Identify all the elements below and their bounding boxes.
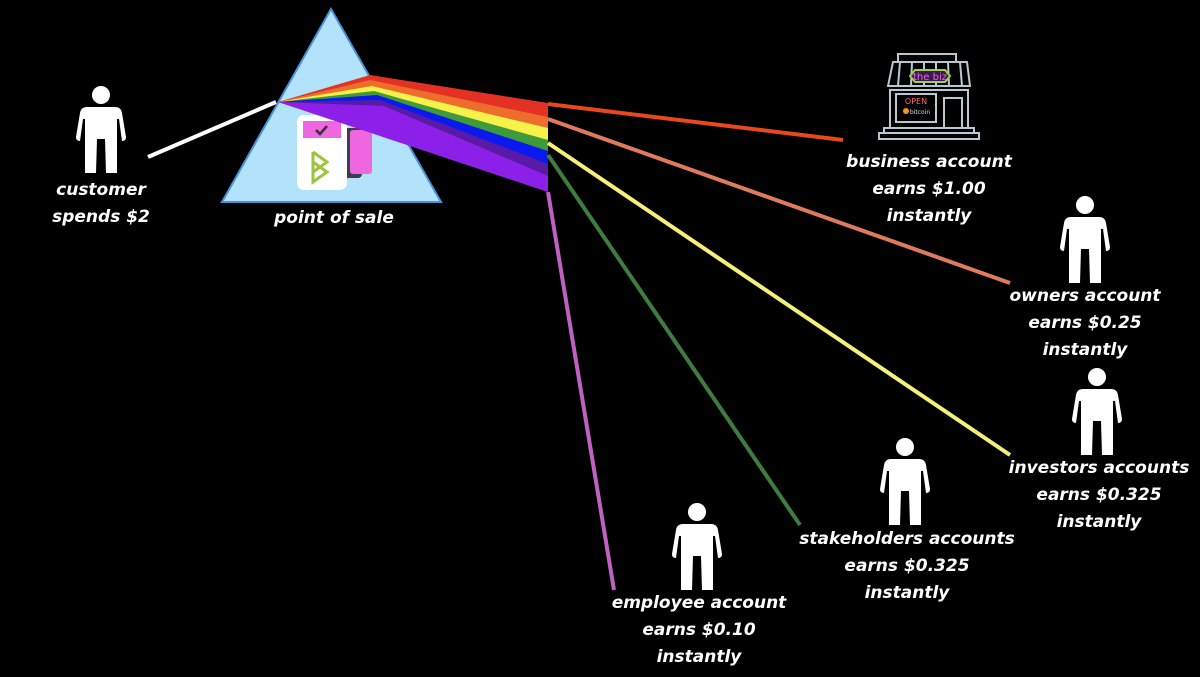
rainbow-beam	[278, 75, 548, 192]
employee-person-icon	[672, 503, 722, 590]
stakeholders-timing: instantly	[864, 583, 950, 603]
stakeholders-line	[546, 153, 802, 527]
store-sign-text: the biz	[913, 72, 947, 83]
owners-person-icon	[1060, 196, 1110, 283]
business-earnings: earns $1.00	[872, 179, 986, 199]
stakeholders-account-name: stakeholders accounts	[799, 529, 1015, 549]
owners-account-name: owners account	[1009, 286, 1161, 306]
storefront-icon: the biz OPEN bitcoin	[878, 53, 980, 140]
employee-line	[546, 191, 616, 591]
stakeholders-earnings: earns $0.325	[844, 556, 970, 576]
business-timing: instantly	[886, 206, 972, 226]
customer-label: customer spends $2	[52, 177, 150, 231]
investors-person-icon	[1072, 368, 1122, 455]
employee-timing: instantly	[656, 647, 742, 667]
owners-line	[547, 117, 1011, 285]
investors-timing: instantly	[1056, 512, 1142, 532]
owners-label: owners account earns $0.25 instantly	[1009, 283, 1160, 364]
customer-amount: spends $2	[52, 207, 150, 227]
pos-label: point of sale	[274, 208, 394, 228]
investors-line	[546, 141, 1012, 457]
pos-terminal-icon	[297, 115, 372, 190]
investors-label: investors accounts earns $0.325 instantl…	[1009, 455, 1190, 536]
employee-account-name: employee account	[611, 593, 787, 613]
owners-timing: instantly	[1042, 340, 1128, 360]
customer-person-icon	[76, 86, 126, 173]
business-label: business account earns $1.00 instantly	[846, 149, 1012, 230]
stakeholders-person-icon	[880, 438, 930, 525]
investors-account-name: investors accounts	[1008, 458, 1190, 478]
investors-earnings: earns $0.325	[1036, 485, 1162, 505]
customer-beam	[147, 100, 277, 159]
business-account-name: business account	[846, 152, 1012, 172]
business-line	[547, 102, 844, 142]
bitcoin-sign-text: bitcoin	[910, 109, 930, 116]
stakeholders-label: stakeholders accounts earns $0.325 insta…	[799, 526, 1014, 607]
open-sign-text: OPEN	[905, 97, 927, 106]
owners-earnings: earns $0.25	[1028, 313, 1142, 333]
employee-earnings: earns $0.10	[642, 620, 756, 640]
customer-label-line: customer	[56, 180, 146, 200]
employee-label: employee account earns $0.10 instantly	[612, 590, 787, 671]
